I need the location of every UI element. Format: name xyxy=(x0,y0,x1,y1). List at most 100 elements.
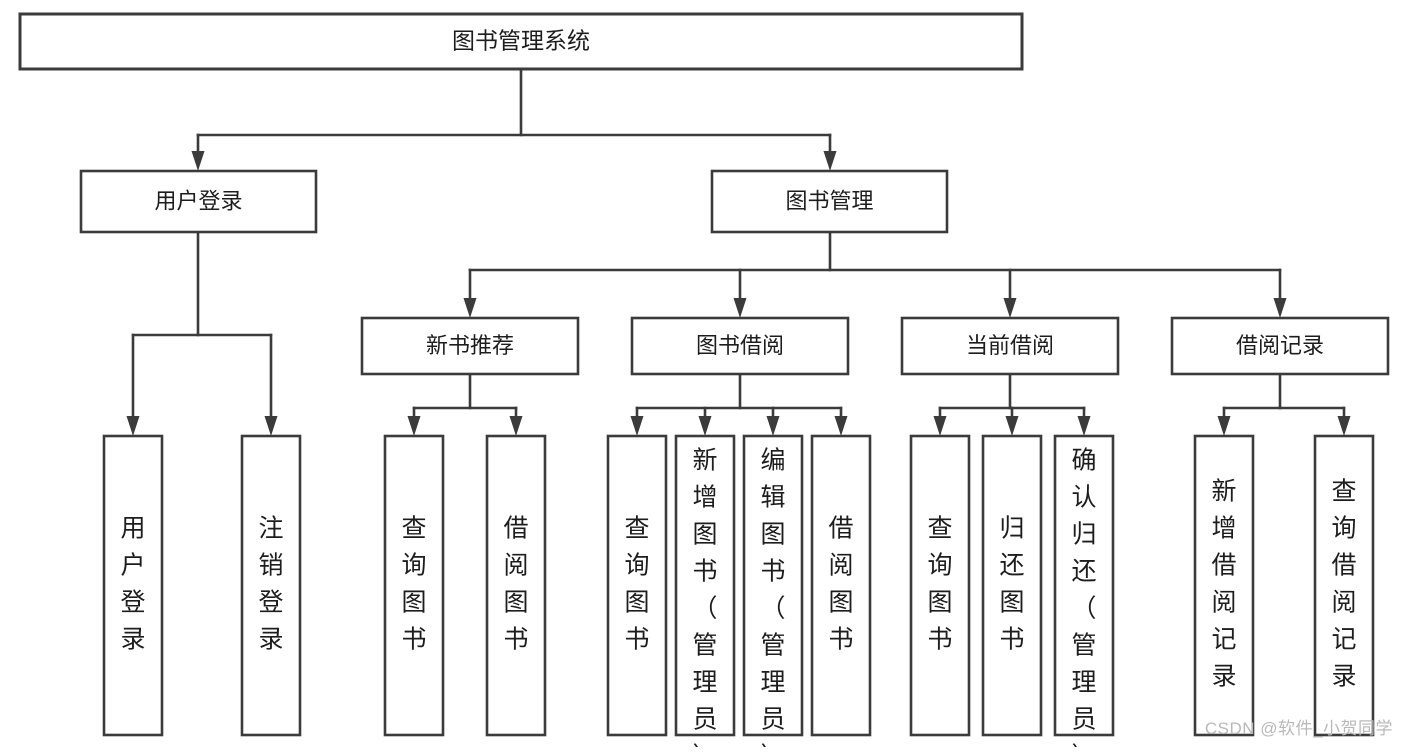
node-box-user-login xyxy=(79,169,318,234)
node-label-char: 阅 xyxy=(828,552,853,580)
node-label-char: 询 xyxy=(624,552,649,580)
node-label-char: 登 xyxy=(258,589,283,617)
node-leaf-query-book-borrow[interactable]: 查询图书查询图书 xyxy=(606,434,668,737)
node-root[interactable]: 图书管理系统 xyxy=(18,12,1024,71)
node-label-char: 查 xyxy=(401,515,426,543)
node-label-char: 查 xyxy=(927,515,952,543)
node-box-leaf-edit-book-admin xyxy=(742,434,804,737)
node-label-user-login: 用户登录 xyxy=(154,188,242,213)
node-box-leaf-query-book-recommend xyxy=(383,434,445,737)
connector-drop-book-manage xyxy=(823,133,837,171)
node-label-char: 阅 xyxy=(503,552,528,580)
node-label-char: 编 xyxy=(760,447,785,475)
connector-drop-leaf-query-book-borrow xyxy=(630,406,644,436)
node-label-char: ） xyxy=(692,743,717,747)
node-label-char: 图 xyxy=(692,521,717,549)
node-borrow-record[interactable]: 借阅记录 xyxy=(1170,316,1390,376)
node-label-char: 图 xyxy=(999,589,1024,617)
node-box-root xyxy=(18,12,1024,71)
node-leaf-add-borrow-record[interactable]: 新增借阅记录新增借阅记录 xyxy=(1193,434,1255,737)
node-label-current-borrow: 当前借阅 xyxy=(966,333,1054,358)
node-label-char: 员 xyxy=(760,706,785,734)
node-new-book-recommend[interactable]: 新书推荐 xyxy=(360,316,580,376)
node-label-char: 理 xyxy=(760,669,785,697)
node-label-char: 书 xyxy=(692,558,717,586)
node-label-char: 询 xyxy=(1331,515,1356,543)
node-leaf-query-book-recommend[interactable]: 查询图书查询图书 xyxy=(383,434,445,737)
node-label-char: 录 xyxy=(1331,663,1356,691)
node-layer: 图书管理系统用户登录图书管理新书推荐图书借阅当前借阅借阅记录用户登录用户登录注销… xyxy=(18,12,1390,752)
node-box-leaf-add-borrow-record xyxy=(1193,434,1255,737)
node-label-char: （ xyxy=(1071,595,1096,623)
node-box-new-book-recommend xyxy=(360,316,580,376)
node-box-leaf-query-borrow-record xyxy=(1313,434,1375,737)
node-box-leaf-add-book-admin xyxy=(674,434,736,737)
connector-drop-leaf-query-book-current xyxy=(933,406,947,436)
node-label-char: 借 xyxy=(503,515,528,543)
connector-drop-leaf-query-book-recommend xyxy=(407,406,421,436)
node-label-char: （ xyxy=(692,595,717,623)
node-leaf-query-borrow-record[interactable]: 查询借阅记录查询借阅记录 xyxy=(1313,434,1375,737)
node-label-root: 图书管理系统 xyxy=(452,28,590,54)
node-label-char: 图 xyxy=(927,589,952,617)
node-label-char: 询 xyxy=(401,552,426,580)
connector-drop-user-login xyxy=(191,133,205,171)
watermark: CSDN @软件_小贺同学 xyxy=(1204,719,1393,738)
node-book-borrow[interactable]: 图书借阅 xyxy=(630,316,850,376)
connector-layer xyxy=(126,67,1351,436)
node-leaf-user-login[interactable]: 用户登录用户登录 xyxy=(102,434,164,737)
connector-drop-leaf-logout xyxy=(264,333,278,436)
connector-drop-leaf-user-login xyxy=(126,333,140,436)
node-box-borrow-record xyxy=(1170,316,1390,376)
node-label-char: 阅 xyxy=(1331,589,1356,617)
node-label-char: 借 xyxy=(1211,552,1236,580)
connector-drop-leaf-add-borrow-record xyxy=(1217,406,1231,436)
node-label-char: 辑 xyxy=(760,484,785,512)
connector-drop-borrow-record xyxy=(1273,268,1287,318)
node-label-new-book-recommend: 新书推荐 xyxy=(426,333,514,358)
node-label-char: ） xyxy=(760,743,785,747)
node-label-char: 查 xyxy=(1331,478,1356,506)
node-label-char: 增 xyxy=(1211,515,1236,543)
node-label-char: 认 xyxy=(1071,484,1096,512)
node-box-book-borrow xyxy=(630,316,850,376)
node-user-login[interactable]: 用户登录 xyxy=(79,169,318,234)
node-label-char: 记 xyxy=(1331,626,1356,654)
node-leaf-return-book[interactable]: 归还图书归还图书 xyxy=(981,434,1043,737)
node-label-char: 销 xyxy=(258,552,283,580)
node-leaf-borrow-book-recommend[interactable]: 借阅图书借阅图书 xyxy=(485,434,547,737)
node-box-leaf-query-book-borrow xyxy=(606,434,668,737)
node-label-char: ） xyxy=(1071,743,1096,747)
node-label-char: 阅 xyxy=(1211,589,1236,617)
node-label-char: 查 xyxy=(624,515,649,543)
node-current-borrow[interactable]: 当前借阅 xyxy=(900,316,1120,376)
node-label-char: 录 xyxy=(120,626,145,654)
node-leaf-borrow-book[interactable]: 借阅图书借阅图书 xyxy=(810,434,872,737)
node-label-char: 图 xyxy=(828,589,853,617)
node-label-char: 录 xyxy=(1211,663,1236,691)
node-label-char: 管 xyxy=(760,632,785,660)
node-label-char: 书 xyxy=(624,626,649,654)
node-label-char: 书 xyxy=(503,626,528,654)
node-label-char: 管 xyxy=(1071,632,1096,660)
node-label-char: 确 xyxy=(1071,447,1096,475)
node-label-char: 书 xyxy=(999,626,1024,654)
node-label-char: 图 xyxy=(624,589,649,617)
node-box-book-manage xyxy=(710,169,949,234)
node-book-manage[interactable]: 图书管理 xyxy=(710,169,949,234)
connector-drop-leaf-add-book-admin xyxy=(698,406,712,436)
node-label-char: 增 xyxy=(692,484,717,512)
node-leaf-query-book-current[interactable]: 查询图书查询图书 xyxy=(909,434,971,737)
node-label-char: 用 xyxy=(120,515,145,543)
node-label-char: 归 xyxy=(1071,521,1096,549)
connector-drop-leaf-borrow-book xyxy=(834,406,848,436)
node-box-leaf-user-login xyxy=(102,434,164,737)
node-label-char: 询 xyxy=(927,552,952,580)
node-label-char: 图 xyxy=(760,521,785,549)
connector-drop-leaf-edit-book-admin xyxy=(766,406,780,436)
node-leaf-logout[interactable]: 注销登录注销登录 xyxy=(240,434,302,737)
